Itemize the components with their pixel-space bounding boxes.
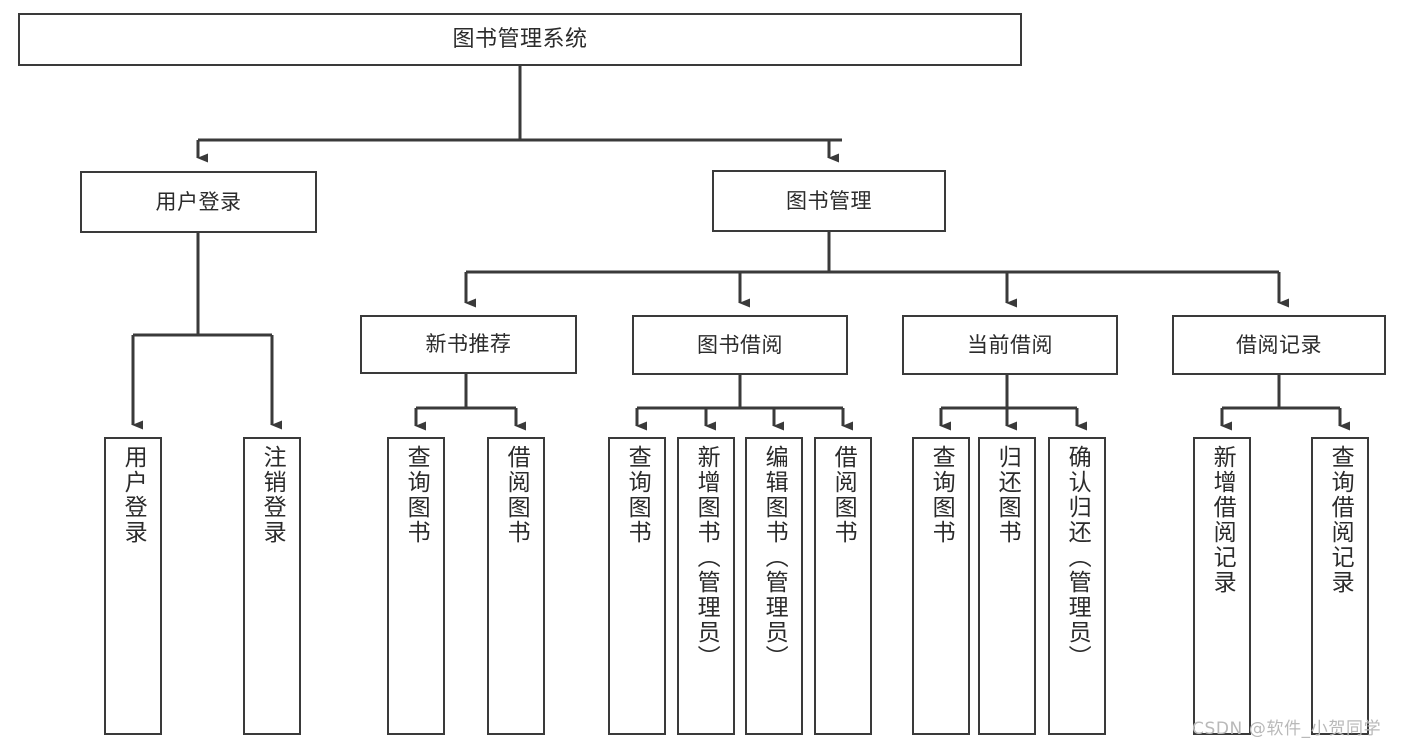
leaf-query-book-new-rec[interactable]: 查询图书 bbox=[387, 437, 445, 735]
node-label: 查询借阅记录 bbox=[1327, 445, 1354, 595]
node-label: 用户登录 bbox=[120, 445, 147, 545]
leaf-query-book-current[interactable]: 查询图书 bbox=[912, 437, 970, 735]
node-root-system[interactable]: 图书管理系统 bbox=[18, 13, 1022, 66]
leaf-query-borrow-record[interactable]: 查询借阅记录 bbox=[1311, 437, 1369, 735]
node-label: 新增借阅记录 bbox=[1209, 445, 1236, 595]
node-label: 当前借阅 bbox=[967, 332, 1053, 357]
node-label: 查询图书 bbox=[624, 445, 651, 545]
leaf-logout[interactable]: 注销登录 bbox=[243, 437, 301, 735]
node-book-management[interactable]: 图书管理 bbox=[712, 170, 946, 232]
leaf-return-book[interactable]: 归还图书 bbox=[978, 437, 1036, 735]
leaf-confirm-return-admin[interactable]: 确认归还（管理员） bbox=[1048, 437, 1106, 735]
node-label: 图书管理 bbox=[786, 188, 872, 213]
node-label: 归还图书 bbox=[994, 445, 1021, 545]
node-label: 确认归还（管理员） bbox=[1064, 445, 1091, 670]
csdn-watermark: CSDN @软件_小贺同学 bbox=[1192, 719, 1382, 739]
node-label: 新书推荐 bbox=[425, 332, 512, 357]
node-book-borrow[interactable]: 图书借阅 bbox=[632, 315, 848, 375]
node-label: 借阅记录 bbox=[1236, 332, 1322, 357]
node-label: 借阅图书 bbox=[830, 445, 857, 545]
node-label: 用户登录 bbox=[155, 189, 242, 214]
leaf-borrow-book-new-rec[interactable]: 借阅图书 bbox=[487, 437, 545, 735]
leaf-add-borrow-record[interactable]: 新增借阅记录 bbox=[1193, 437, 1251, 735]
node-label: 新增图书（管理员） bbox=[693, 445, 720, 670]
leaf-edit-book-admin[interactable]: 编辑图书（管理员） bbox=[745, 437, 803, 735]
node-label: 编辑图书（管理员） bbox=[761, 445, 788, 670]
node-label: 借阅图书 bbox=[503, 445, 530, 545]
node-label: 图书借阅 bbox=[697, 332, 783, 357]
node-label: 图书管理系统 bbox=[452, 26, 588, 52]
leaf-borrow-book-borrow[interactable]: 借阅图书 bbox=[814, 437, 872, 735]
node-borrow-record[interactable]: 借阅记录 bbox=[1172, 315, 1386, 375]
node-new-book-recommend[interactable]: 新书推荐 bbox=[360, 315, 577, 374]
node-label: 查询图书 bbox=[928, 445, 955, 545]
node-user-login[interactable]: 用户登录 bbox=[80, 171, 317, 233]
leaf-add-book-admin[interactable]: 新增图书（管理员） bbox=[677, 437, 735, 735]
leaf-user-login[interactable]: 用户登录 bbox=[104, 437, 162, 735]
node-label: 注销登录 bbox=[259, 445, 286, 545]
node-label: 查询图书 bbox=[403, 445, 430, 545]
node-current-borrow[interactable]: 当前借阅 bbox=[902, 315, 1118, 375]
leaf-query-book-borrow[interactable]: 查询图书 bbox=[608, 437, 666, 735]
